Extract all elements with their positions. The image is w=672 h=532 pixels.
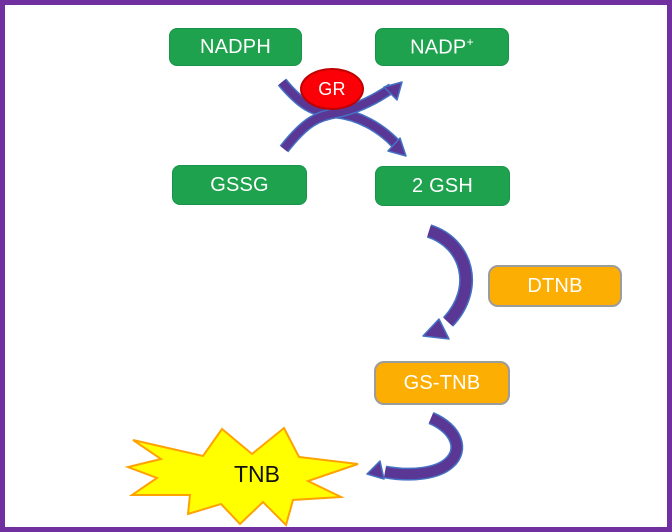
node-2gsh: 2 GSH: [375, 166, 510, 206]
node-nadp-superscript: +: [466, 34, 474, 49]
node-dtnb: DTNB: [488, 265, 622, 307]
node-tnb-label: TNB: [234, 460, 280, 487]
node-nadp: NADP+: [375, 28, 509, 66]
node-dtnb-label: DTNB: [527, 274, 583, 297]
node-gssg-label: GSSG: [210, 173, 269, 196]
node-gstnb-label: GS-TNB: [403, 371, 481, 394]
node-gr-label: GR: [318, 78, 346, 99]
gssg-to-nadp-arrowhead: [383, 81, 403, 101]
gssg-to-nadp-arrow: [279, 81, 403, 153]
nadph-to-gsh2-arrowhead: [387, 137, 407, 157]
gstnb-to-tnb-arrow: [366, 412, 464, 481]
node-2gsh-label: 2 GSH: [411, 174, 474, 197]
node-nadph: NADPH: [169, 28, 302, 66]
node-gstnb: GS-TNB: [374, 361, 510, 405]
gsh2-to-gstnb-arrowhead: [422, 318, 450, 340]
node-gssg: GSSG: [172, 165, 307, 205]
node-nadph-label: NADPH: [199, 35, 271, 58]
gsh2-to-gstnb-arrow: [422, 224, 474, 340]
node-nadp-label: NADP+: [410, 34, 474, 59]
node-tnb: TNB: [212, 458, 302, 490]
node-gr-enzyme: GR: [300, 68, 364, 110]
tnb-starburst: [124, 426, 359, 527]
gstnb-to-tnb-arrowhead: [366, 460, 385, 480]
